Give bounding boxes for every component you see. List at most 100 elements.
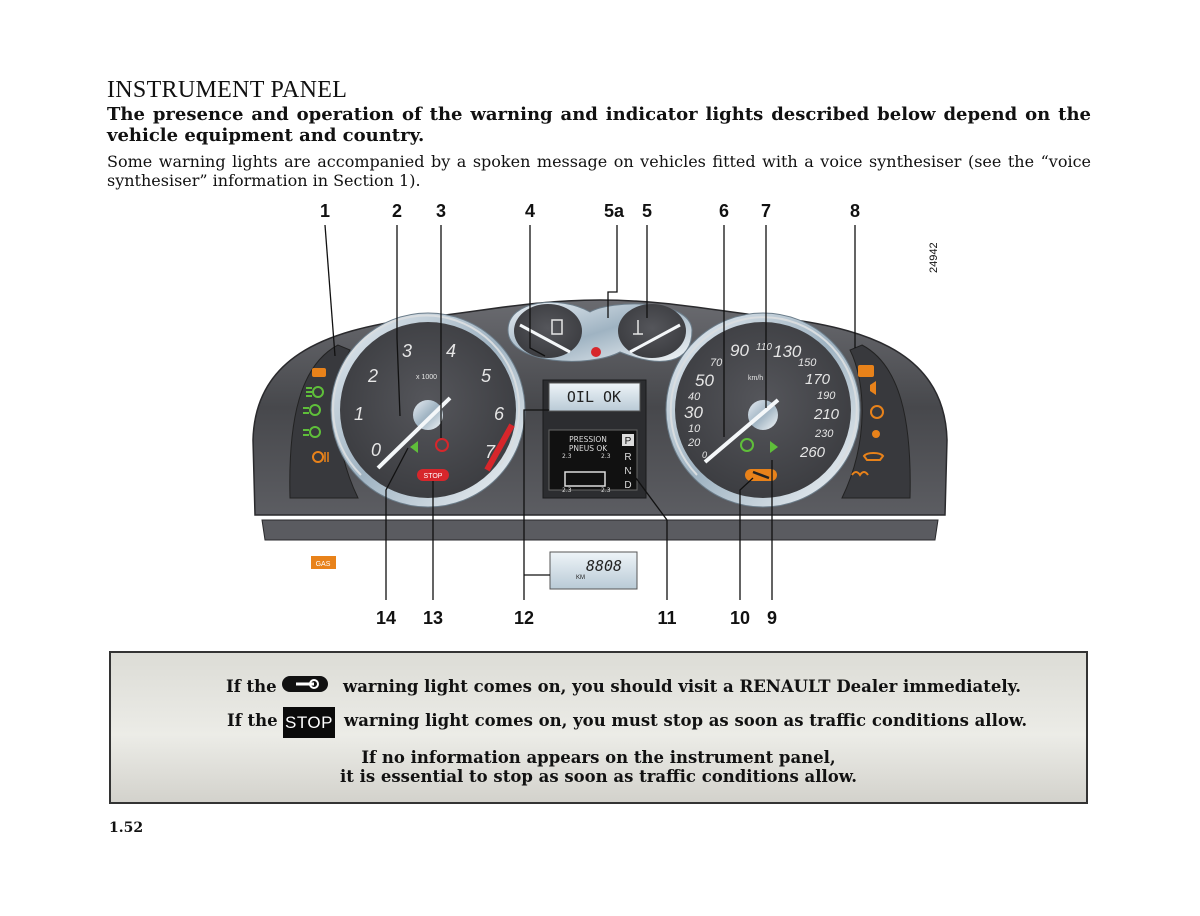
notice-line4: it is essential to stop as soon as traff… (339, 767, 858, 786)
tach-unit: x 1000 (416, 374, 437, 381)
callout-8: 8 (849, 201, 861, 221)
tyre-value-fl: 2.3 (562, 453, 572, 460)
airbag-icon (872, 430, 880, 438)
intro-paragraph: Some warning lights are accompanied by a… (107, 152, 1091, 190)
callout-13: 13 (422, 608, 444, 628)
tach-needle (376, 396, 452, 470)
cruise-control-icon (740, 438, 754, 452)
tach-tick-3: 3 (402, 341, 412, 361)
callout-3: 3 (435, 201, 447, 221)
gas-indicator (311, 556, 336, 569)
speed-tick-260: 260 (799, 444, 826, 461)
wrench-icon (752, 470, 770, 480)
page-number: 1.52 (109, 820, 144, 836)
front-fog-icon (303, 429, 309, 436)
speed-needle (703, 398, 780, 464)
brake-fault-icon (435, 438, 449, 452)
notice-line3: If no information appears on the instrum… (361, 748, 836, 767)
notice-line2-prefix: If the (227, 711, 278, 730)
sidelight-icon (303, 407, 309, 414)
tachometer-redline (484, 423, 515, 472)
wrench-warning-icon (282, 676, 328, 692)
cluster-base (261, 519, 939, 541)
fuel-gauge (514, 304, 582, 358)
stop-warning-label: STOP (424, 473, 443, 480)
notice-line1-text: warning light comes on, you should visit… (343, 677, 1022, 696)
odometer-unit: KM (576, 575, 585, 581)
callout-5a: 5a (603, 201, 625, 221)
page-subtitle: The presence and operation of the warnin… (107, 104, 1091, 146)
callout-1: 1 (319, 201, 331, 221)
temperature-gauge (618, 304, 686, 358)
callout-leader-lines (324, 224, 856, 600)
notice-line2-text: warning light comes on, you must stop as… (344, 711, 1028, 730)
right-indicator-icon (770, 441, 778, 453)
seatbelt-info-icon (858, 365, 874, 377)
preheat-icon (851, 471, 869, 477)
speed-tick-0: 0 (702, 450, 707, 460)
speed-tick-40: 40 (688, 391, 701, 403)
oil-display (548, 382, 641, 412)
speed-tick-190: 190 (817, 390, 836, 402)
tach-tick-5: 5 (481, 366, 492, 386)
odometer-display (549, 551, 638, 590)
callout-14: 14 (375, 608, 397, 628)
gear-p: P (625, 436, 632, 447)
callout-6: 6 (718, 201, 730, 221)
speed-tick-90: 90 (730, 341, 749, 360)
callout-12: 12 (513, 608, 535, 628)
odometer-digits: 8808 (586, 557, 622, 575)
tyre-value-rr: 2.3 (601, 487, 611, 494)
callout-9: 9 (766, 608, 778, 628)
dipped-beam-icon (306, 387, 312, 397)
speed-tick-20: 20 (687, 437, 701, 449)
callout-10: 10 (729, 608, 751, 628)
speed-tick-50: 50 (695, 371, 714, 390)
warning-notice-box (109, 651, 1088, 804)
speed-tick-130: 130 (773, 342, 802, 361)
car-outline-icon (564, 471, 606, 487)
callout-11: 11 (657, 608, 677, 628)
callout-4: 4 (524, 201, 536, 221)
fuel-pump-icon (551, 319, 563, 335)
speed-tick-30: 30 (684, 403, 703, 422)
tach-tick-0: 0 (371, 440, 381, 460)
foglight-rear-icon (312, 368, 326, 377)
callout-2: 2 (391, 201, 403, 221)
speed-tick-150: 150 (798, 357, 817, 369)
rear-fog-icon (312, 451, 324, 463)
coolant-icon (633, 320, 643, 335)
notice-line1-prefix: If the (226, 677, 277, 696)
tyre-line1: PRESSION (569, 435, 607, 444)
tach-tick-6: 6 (494, 404, 505, 424)
tach-tick-7: 7 (485, 442, 496, 462)
tyre-line2: PNEUS OK (569, 444, 608, 453)
left-indicator-icon (410, 441, 418, 453)
callout-7: 7 (760, 201, 772, 221)
temp-needle (629, 323, 681, 354)
speed-tick-230: 230 (814, 428, 834, 440)
speed-tick-110: 110 (756, 342, 772, 353)
engine-icon (862, 452, 885, 461)
speed-unit: km/h (748, 375, 763, 382)
tyre-value-fr: 2.3 (601, 453, 611, 460)
stop-warning-icon: STOP (283, 707, 335, 738)
oil-pressure-light (591, 347, 601, 357)
speed-tick-70: 70 (710, 357, 723, 369)
tyre-value-rl: 2.3 (562, 487, 572, 494)
speed-tick-210: 210 (813, 406, 840, 423)
page-title: INSTRUMENT PANEL (107, 77, 348, 103)
fuel-needle (519, 323, 571, 354)
tach-tick-2: 2 (367, 366, 378, 386)
tach-hub (413, 400, 443, 430)
stop-warning-light (417, 469, 449, 481)
gear-n: N (624, 466, 631, 477)
speed-tick-170: 170 (805, 371, 831, 388)
right-warning-strip (841, 344, 911, 499)
tach-tick-4: 4 (446, 341, 456, 361)
speed-tick-10: 10 (688, 423, 701, 435)
oil-display-text: OIL OK (567, 388, 621, 406)
gear-r: R (624, 452, 631, 463)
callout-5: 5 (641, 201, 653, 221)
